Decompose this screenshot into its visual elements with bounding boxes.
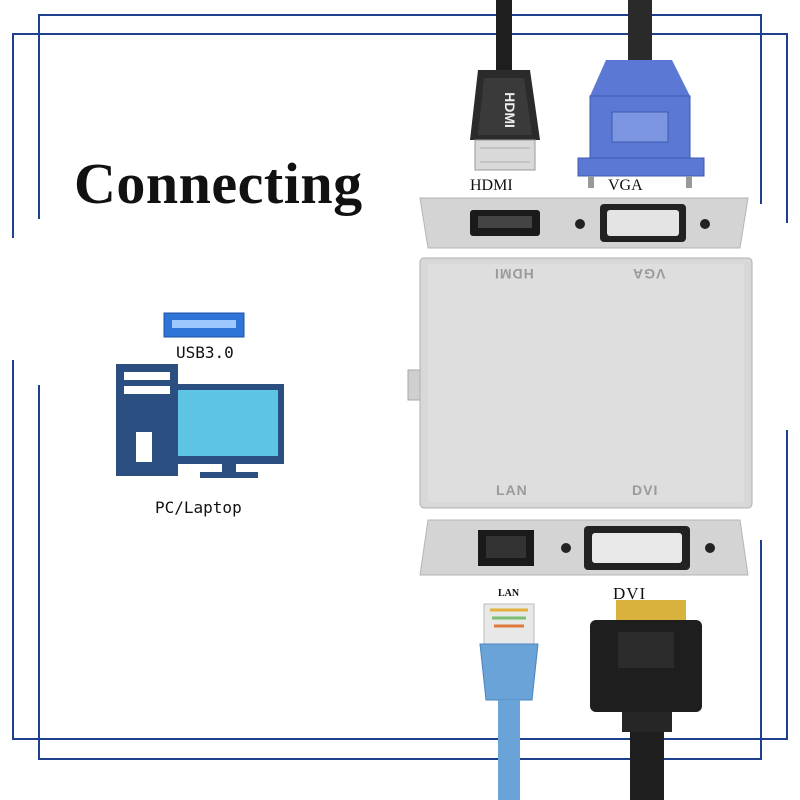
hub-body [407, 257, 753, 509]
page-title: Connecting [74, 151, 363, 216]
frame-left-line-4 [38, 385, 40, 760]
frame-right-line [760, 14, 762, 204]
pc-tower-icon [116, 364, 178, 476]
hub-embossed-dvi: DVI [632, 482, 659, 498]
hub-embossed-lan: LAN [496, 482, 528, 498]
pc-laptop-label: PC/Laptop [155, 498, 242, 517]
dvi-connector-icon [590, 600, 702, 800]
frame-right-line-2 [786, 33, 788, 223]
frame-top-line [38, 14, 762, 16]
dvi-label: DVI [613, 584, 647, 603]
frame-top-line-2 [12, 33, 788, 35]
frame-right-line-3 [760, 540, 762, 760]
vga-connector-icon [577, 0, 705, 188]
usb-port-icon [163, 312, 245, 338]
vga-label: VGA [608, 177, 643, 194]
lan-connector-icon [479, 603, 539, 800]
hub-bottom-plate [419, 519, 749, 576]
frame-bottom-line [12, 738, 788, 740]
frame-right-line-4 [786, 430, 788, 740]
lan-label: LAN [498, 588, 520, 599]
frame-left-line [38, 14, 40, 219]
hdmi-label: HDMI [470, 177, 513, 194]
hub-embossed-vga: VGA [632, 266, 666, 282]
usb-label: USB3.0 [176, 343, 234, 362]
svg-text:HDMI: HDMI [502, 92, 518, 128]
hub-embossed-hdmi: HDMI [494, 266, 534, 282]
frame-bottom-line-2 [38, 758, 762, 760]
hub-top-plate [419, 197, 749, 249]
frame-left-line-3 [12, 360, 14, 740]
monitor-icon [172, 384, 284, 478]
hdmi-connector-icon: HDMI [470, 0, 540, 171]
frame-left-line-2 [12, 33, 14, 238]
